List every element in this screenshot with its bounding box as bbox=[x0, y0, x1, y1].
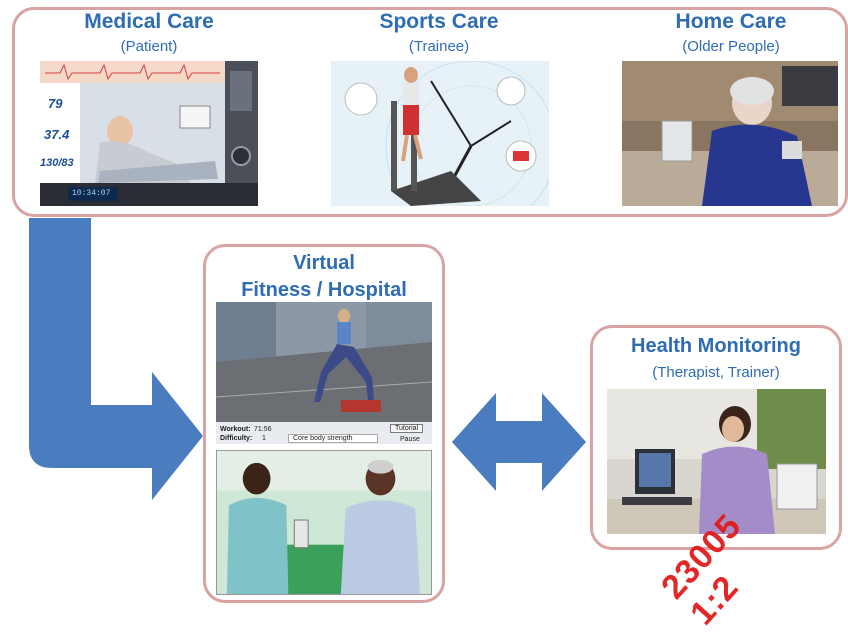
home-care-title: Home Care bbox=[675, 10, 787, 33]
sports-care-photo bbox=[331, 61, 549, 206]
pause-button[interactable]: Pause bbox=[400, 436, 420, 443]
blood-pressure-readout: 130/83 bbox=[40, 157, 74, 169]
double-arrow bbox=[452, 393, 586, 491]
heart-rate-readout: 79 bbox=[48, 96, 63, 111]
tutorial-button[interactable]: Tutorial bbox=[390, 424, 424, 433]
health-monitoring-title: Health Monitoring bbox=[631, 335, 801, 357]
virtual-hospital-screenshot bbox=[216, 450, 432, 595]
home-care-photo bbox=[622, 61, 838, 206]
virtual-title-line2: Fitness / Hospital bbox=[241, 279, 407, 301]
workout-value: 71:56 bbox=[254, 426, 272, 433]
monitor-clock: 10:34:07 bbox=[72, 189, 111, 198]
workout-label: Workout: bbox=[220, 426, 251, 433]
health-monitoring-subtitle: (Therapist, Trainer) bbox=[652, 364, 780, 381]
medical-care-subtitle: (Patient) bbox=[120, 38, 178, 55]
sports-care-subtitle: (Trainee) bbox=[408, 38, 470, 55]
virtual-title-line1: Virtual bbox=[293, 252, 355, 274]
home-care-subtitle: (Older People) bbox=[682, 38, 780, 55]
sports-care-title: Sports Care bbox=[379, 10, 499, 33]
medical-care-title: Medical Care bbox=[84, 10, 214, 33]
exercise-name: Core body strength bbox=[288, 434, 378, 443]
difficulty-value: 1 bbox=[262, 435, 266, 442]
difficulty-label: Difficulty: bbox=[220, 435, 253, 442]
health-monitoring-photo bbox=[607, 389, 826, 534]
virtual-fitness-screenshot: Workout: 71:56 Difficulty: 1 Core body s… bbox=[216, 302, 432, 444]
medical-care-photo: 79 37.4 130/83 10:34:07 bbox=[40, 61, 258, 206]
temperature-readout: 37.4 bbox=[44, 127, 70, 142]
